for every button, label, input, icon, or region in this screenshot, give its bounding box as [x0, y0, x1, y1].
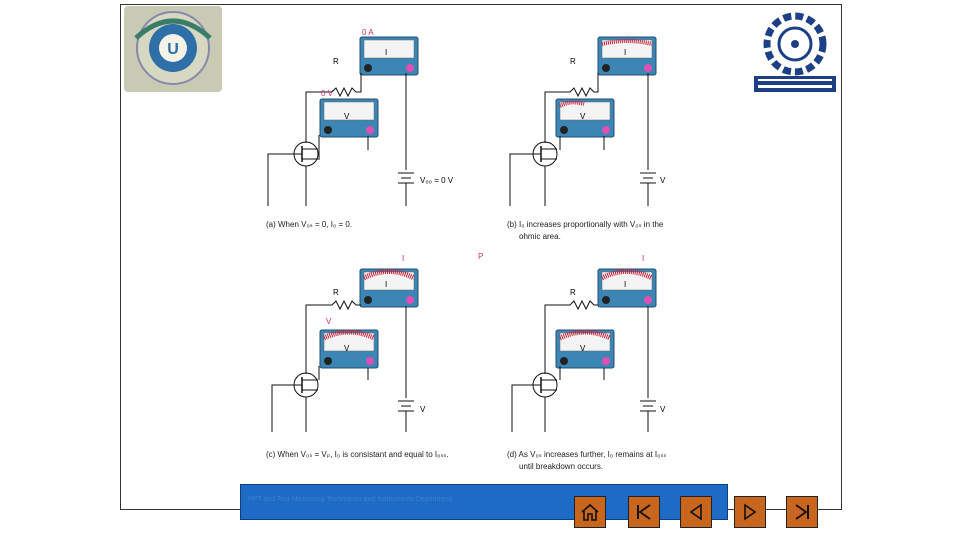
rd-label-b: R	[570, 57, 576, 66]
v-label: V	[326, 317, 332, 326]
next-icon	[744, 503, 757, 521]
slide-frame	[120, 4, 842, 510]
p-label: P	[478, 252, 484, 261]
svg-text:U: U	[167, 41, 179, 58]
home-button[interactable]	[574, 496, 606, 528]
vds-label-d: V	[580, 344, 586, 353]
id-label-b: I	[624, 48, 627, 57]
vdd-label-a: V₀₀ = 0 V	[420, 176, 454, 185]
last-page-icon	[795, 504, 809, 520]
caption-b-line2: ohmic area.	[519, 232, 561, 241]
first-page-icon	[637, 504, 651, 520]
first-page-button[interactable]	[628, 496, 660, 528]
rd-label-c: R	[333, 288, 339, 297]
caption-d-line1: (d) As V₀ₛ increases further, I₀ remains…	[507, 450, 667, 459]
previous-icon	[689, 503, 702, 521]
caption-d-line2: until breakdown occurs.	[519, 462, 604, 471]
previous-button[interactable]	[680, 496, 712, 528]
idss-label-c: I	[402, 254, 405, 263]
home-icon	[581, 503, 599, 521]
id-label-c: I	[385, 280, 388, 289]
vds-label-c: V	[344, 344, 350, 353]
id-label-a: I	[385, 48, 388, 57]
last-page-button[interactable]	[786, 496, 818, 528]
next-button[interactable]	[734, 496, 766, 528]
idss-label-d: I	[642, 254, 645, 263]
vdd-label-d: V	[660, 405, 666, 414]
university-logo: U	[124, 6, 222, 92]
zero-v-label: 0 V	[321, 89, 334, 98]
panel-a	[267, 36, 419, 206]
rd-label-d: R	[570, 288, 576, 297]
vdd-label-c: V	[420, 405, 426, 414]
caption-c: (c) When V₀ₛ = Vₚ, I₀ is consistant and …	[266, 450, 449, 459]
vds-label-a: V	[344, 112, 350, 121]
navigation-text: PPT and Test Measuring Techniques and In…	[248, 496, 453, 503]
id-label-d: I	[624, 280, 627, 289]
panel-c	[271, 268, 419, 432]
zero-a-label: 0 A	[362, 28, 374, 37]
caption-b-line1: (b) I₀ increases proportionally with V₀ₛ…	[507, 220, 664, 229]
vdd-label-b: V	[660, 176, 666, 185]
vds-label-b: V	[580, 112, 586, 121]
panel-b	[509, 36, 657, 206]
caption-a: (a) When V₀ₛ = 0, I₀ = 0.	[266, 220, 353, 229]
department-logo	[752, 8, 838, 94]
panel-d	[511, 268, 657, 432]
rd-label-a: R	[333, 57, 339, 66]
